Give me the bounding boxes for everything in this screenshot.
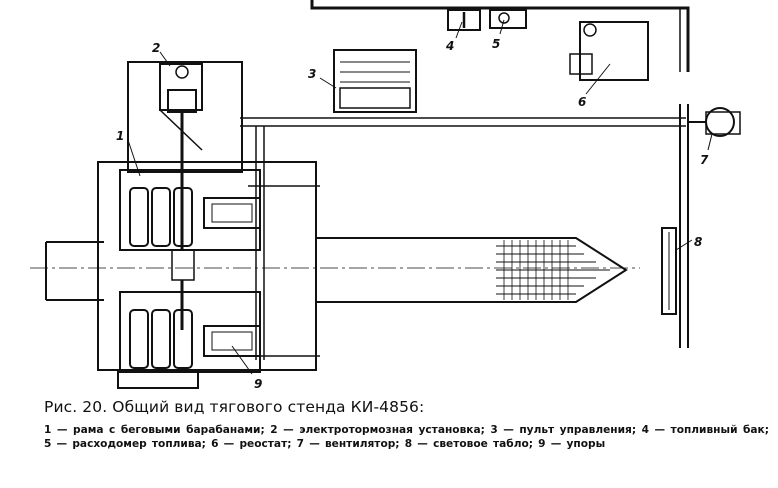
label-6: 6 <box>578 95 586 109</box>
running-drums <box>129 187 193 369</box>
rheostat <box>569 21 649 81</box>
figure-caption: Рис. 20. Общий вид тягового стенда КИ-48… <box>44 398 769 451</box>
tractor-boom <box>45 237 628 303</box>
label-1: 1 <box>116 129 124 143</box>
leader-lines <box>127 19 713 375</box>
label-3: 3 <box>308 67 316 81</box>
label-2: 2 <box>152 41 160 55</box>
caption-legend: 1 — рама с беговыми барабанами; 2 — элек… <box>44 424 769 450</box>
stand-diagram: 1 2 3 4 5 6 7 8 9 <box>30 0 741 391</box>
label-8: 8 <box>694 235 702 249</box>
label-9: 9 <box>254 377 262 391</box>
fuel-tank <box>447 9 481 31</box>
room-wall <box>310 0 690 348</box>
fuel-flowmeter <box>489 9 527 29</box>
electrobrake-unit <box>159 63 203 330</box>
control-panel <box>333 49 417 113</box>
label-5: 5 <box>492 37 500 51</box>
fan <box>688 107 741 137</box>
label-4: 4 <box>445 39 454 53</box>
light-board <box>661 227 677 315</box>
frame-outline <box>97 61 320 389</box>
caption-title: Рис. 20. Общий вид тягового стенда КИ-48… <box>44 398 425 416</box>
label-7: 7 <box>700 153 709 167</box>
stops <box>203 197 261 357</box>
cable-line <box>240 117 686 360</box>
